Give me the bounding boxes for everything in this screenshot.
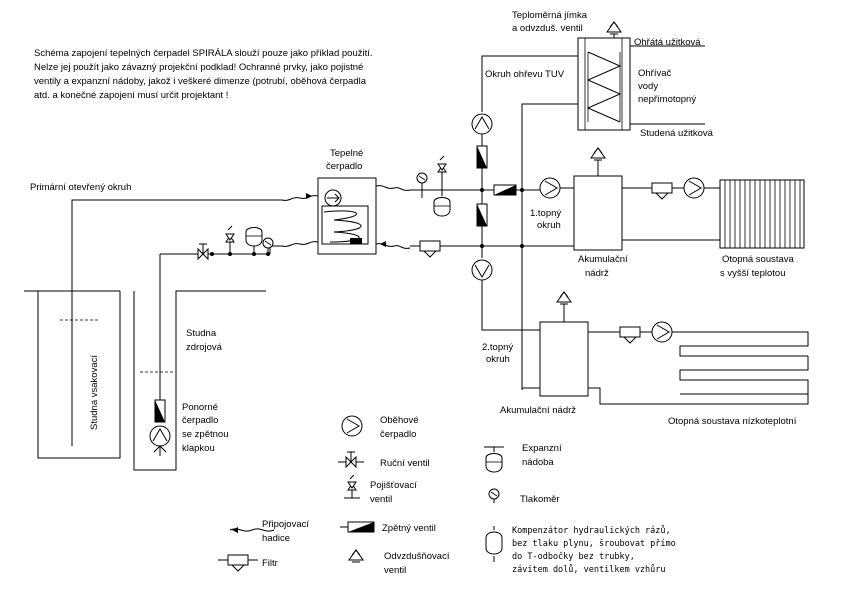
legend-air-vent-icon: [348, 549, 364, 563]
legend-compensator-line-3: do T-odbočky bez trubky,: [512, 551, 635, 562]
legend-safety-valve-label-2: ventil: [370, 494, 392, 505]
legend-air-vent-label-2: ventil: [384, 565, 406, 576]
legend-expansion-label-1: Expanzní: [522, 443, 562, 454]
radiator-pump-icon: [683, 177, 705, 199]
tank2-label: Akumulační nádrž: [500, 405, 576, 416]
legend-hose-label-1: Připojovací: [262, 519, 309, 530]
heater-label-2: vody: [638, 81, 658, 92]
manual-valve-icon: [197, 243, 209, 261]
legend-pump-label-2: čerpadlo: [380, 429, 416, 440]
legend-hose-label-2: hadice: [262, 533, 290, 544]
air-vent-icon: [606, 21, 622, 35]
source-well: [133, 290, 266, 471]
filter-icon: [419, 240, 441, 258]
radiator: [719, 179, 805, 249]
submersible-label-3: se zpětnou: [182, 429, 228, 440]
legend-pressure-gauge-label: Tlakoměr: [520, 494, 560, 505]
legend-pressure-gauge-icon: [488, 488, 500, 503]
legend-air-vent-label-1: Odvzdušňovací: [384, 551, 450, 562]
filter-icon: [619, 326, 641, 344]
circuit2-pump-icon: [471, 259, 493, 281]
legend-compensator-line-1: Kompenzátor hydraulických rázů,: [512, 525, 671, 536]
legend-manual-valve-icon: [338, 451, 364, 469]
source-well-label-2: zdrojová: [186, 342, 223, 353]
check-valve-icon: [476, 145, 488, 169]
note-line-2: Nelze jej použít jako závazný projekční …: [34, 62, 363, 73]
legend-filter-icon: [218, 554, 258, 572]
submersible-label-4: klapkou: [182, 443, 215, 454]
air-vent-icon: [590, 147, 606, 161]
legend-compensator-line-4: závitem dolů, ventilkem vzhůru: [512, 564, 666, 575]
heater-label-1: Ohřívač: [638, 68, 672, 79]
safety-valve-icon: [225, 225, 235, 254]
check-valve-icon: [476, 203, 488, 227]
note-line-3: ventily a expanzní nádoby, jakož i veške…: [34, 76, 367, 87]
heat-pump-unit: [317, 177, 377, 255]
heat-pump-label-2: čerpadlo: [326, 161, 362, 172]
tank1-label-2: nádrž: [585, 268, 609, 279]
safety-valve-icon: [437, 155, 447, 173]
expansion-tank-icon: [433, 190, 451, 217]
low-temp-label: Otopná soustava nízkoteplotní: [668, 416, 797, 427]
high-temp-label-1: Otopná soustava: [722, 254, 795, 265]
submersible-label-1: Ponorné: [182, 402, 218, 413]
check-valve-icon: [154, 399, 166, 423]
primary-circuit-label: Primární otevřený okruh: [30, 182, 131, 193]
legend-compensator-line-2: bez tlaku plynu, šroubovat přímo: [512, 538, 676, 549]
hot-water-label: Ohřátá užitková: [634, 37, 701, 48]
expansion-tank-icon: [245, 227, 263, 254]
tank1-label-1: Akumulační: [578, 254, 628, 265]
high-temp-label-2: s vyšší teplotou: [720, 268, 785, 279]
legend-safety-valve-icon: [344, 474, 360, 499]
sink-well-label: Studna vsakovací: [89, 355, 100, 430]
floor-pump-icon: [651, 321, 673, 343]
thermowell-label-1: Teploměrná jímka: [512, 10, 588, 21]
legend-expansion-tank-icon: [484, 446, 504, 473]
air-vent-icon: [556, 291, 572, 305]
filter-icon: [651, 182, 673, 200]
submersible-pump-icon: [149, 425, 171, 447]
heat-pump-label-1: Tepelné: [330, 148, 363, 159]
legend-check-valve-icon: [340, 521, 375, 533]
legend-manual-valve-label: Ruční ventil: [380, 458, 430, 469]
circuit1-label-2: okruh: [537, 220, 561, 231]
legend-hose-icon: [229, 527, 275, 533]
legend-compensator-icon: [485, 526, 503, 562]
water-heater: [577, 37, 631, 131]
legend-pump-label-1: Oběhové: [380, 415, 419, 426]
legend-expansion-label-2: nádoba: [522, 457, 554, 468]
circuit1-pump-icon: [539, 177, 561, 199]
circuit1-label-1: 1.topný: [530, 208, 561, 219]
accumulation-tank-1: [573, 175, 623, 251]
check-valve-icon: [493, 184, 517, 196]
legend-check-valve-label: Zpětný ventil: [382, 523, 436, 534]
accumulation-tank-2: [539, 321, 589, 397]
heater-label-3: nepřímotopný: [638, 94, 696, 105]
circuit2-label-1: 2.topný: [482, 342, 513, 353]
note-line-4: atd. a konečné zapojení musí určit proje…: [34, 90, 228, 101]
cold-water-label: Studená užitková: [640, 128, 714, 139]
legend-safety-valve-label-1: Pojišťovací: [370, 480, 417, 491]
circuit2-label-2: okruh: [486, 354, 510, 365]
legend-pump-icon: [341, 415, 363, 437]
note-line-1: Schéma zapojení tepelných čerpadel SPIRÁ…: [34, 48, 373, 59]
source-well-label-1: Studna: [186, 328, 217, 339]
submersible-label-2: čerpadlo: [182, 415, 218, 426]
tuv-circuit-label: Okruh ohřevu TUV: [485, 69, 565, 80]
sink-well: [37, 291, 121, 459]
legend-filter-label: Filtr: [262, 558, 278, 569]
pressure-gauge-icon: [262, 237, 274, 254]
thermowell-label-2: a odvzduš. ventil: [512, 23, 583, 34]
tuv-pump-icon: [471, 113, 493, 135]
